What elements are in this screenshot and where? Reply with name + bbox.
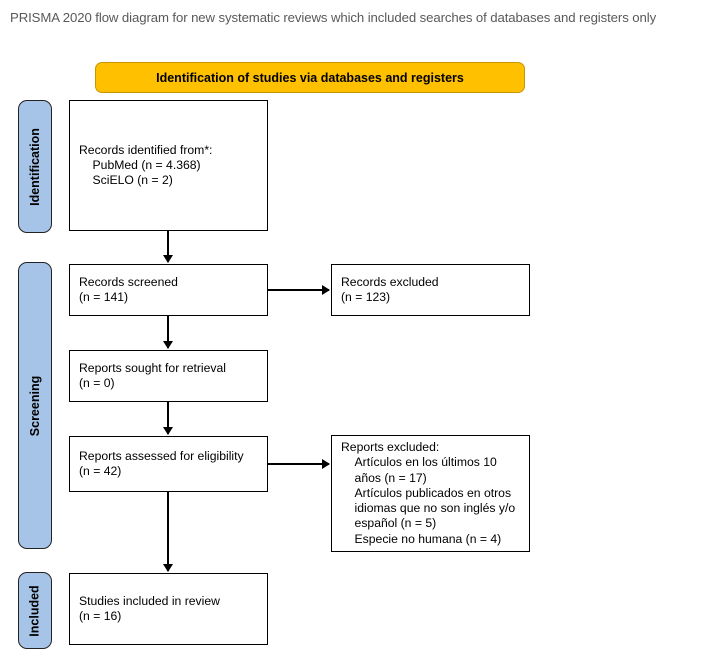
flow-box-studies-included-text: Studies included in review (n = 16) (79, 593, 220, 623)
phase-tab-identification: Identification (18, 100, 52, 233)
arrow-sought-to-eligibility (167, 402, 169, 434)
flow-box-records-excluded-text: Records excluded (n = 123) (341, 274, 439, 304)
flow-box-records-screened-text: Records screened (n = 141) (79, 274, 178, 304)
flow-box-reports-excluded-text: Reports excluded: Artículos en los últim… (341, 440, 516, 546)
flow-box-reports-sought-text: Reports sought for retrieval (n = 0) (79, 360, 226, 390)
stage-banner-label: Identification of studies via databases … (156, 70, 464, 85)
flow-box-reports-assessed: Reports assessed for eligibility (n = 42… (69, 436, 268, 492)
page-title: PRISMA 2020 flow diagram for new systema… (10, 10, 657, 25)
flow-box-records-excluded: Records excluded (n = 123) (331, 264, 530, 316)
flow-box-reports-excluded: Reports excluded: Artículos en los últim… (331, 435, 530, 552)
arrow-eligibility-to-reports-excluded (268, 463, 329, 465)
arrow-screened-to-records-excluded (268, 289, 329, 291)
flow-box-records-identified: Records identified from*: PubMed (n = 4.… (69, 100, 268, 231)
phase-tab-included-label: Included (28, 584, 42, 637)
phase-tab-screening: Screening (18, 262, 52, 549)
phase-tab-identification-label: Identification (28, 127, 42, 206)
flow-box-records-identified-text: Records identified from*: PubMed (n = 4.… (79, 142, 213, 188)
flow-box-records-screened: Records screened (n = 141) (69, 264, 268, 316)
arrow-eligibility-to-included (167, 492, 169, 571)
flow-box-reports-assessed-text: Reports assessed for eligibility (n = 42… (79, 448, 244, 478)
flow-box-reports-sought: Reports sought for retrieval (n = 0) (69, 350, 268, 402)
flow-box-studies-included: Studies included in review (n = 16) (69, 573, 268, 645)
stage-banner-identification: Identification of studies via databases … (95, 62, 525, 93)
arrow-identified-to-screened (167, 231, 169, 262)
arrow-screened-to-sought (167, 316, 169, 348)
phase-tab-screening-label: Screening (28, 375, 42, 436)
phase-tab-included: Included (18, 572, 52, 649)
